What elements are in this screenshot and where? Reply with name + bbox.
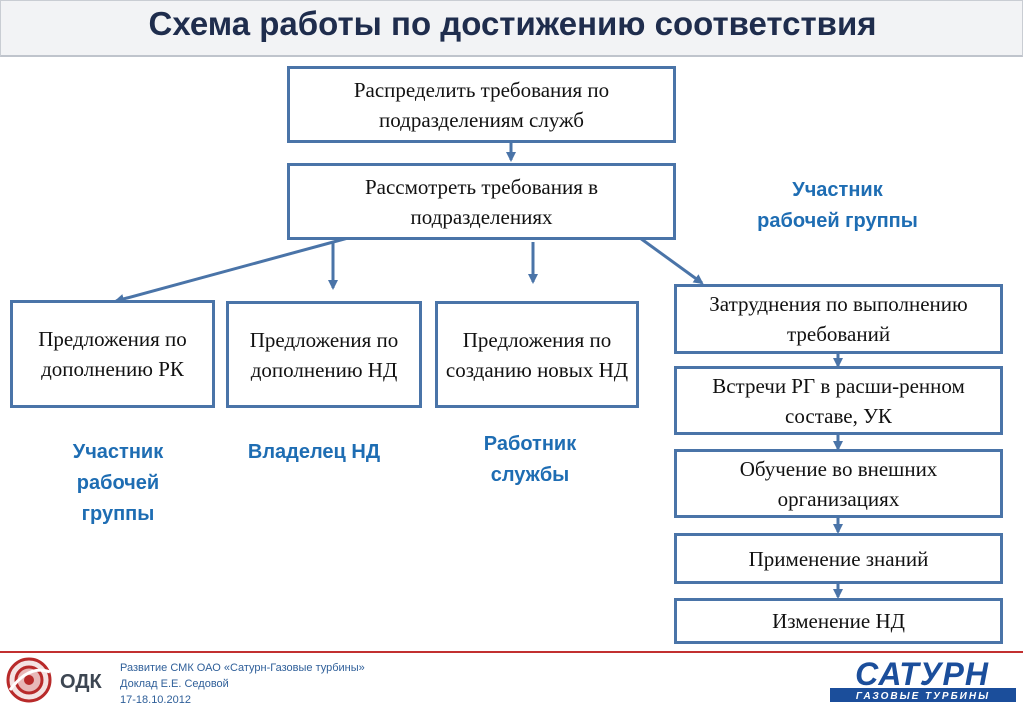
- box-proposals-new-nd: Предложения по созданию новых НД: [435, 301, 639, 408]
- box-proposals-new-nd-text: Предложения по созданию новых НД: [445, 327, 629, 382]
- saturn-logo-subtext: ГАЗОВЫЕ ТУРБИНЫ: [856, 691, 990, 702]
- footer-divider: [0, 651, 1023, 653]
- odk-logo: ОДК: [6, 657, 103, 703]
- page-title: Схема работы по достижению соответствия: [148, 5, 877, 42]
- role-wg-member-left: Участник рабочей группы: [72, 441, 164, 525]
- box-meetings-text: Встречи РГ в расши-ренном составе, УК: [712, 373, 965, 428]
- box-proposals-rk: Предложения по дополнению РК: [10, 300, 215, 408]
- footer-info: Развитие СМК ОАО «Сатурн-Газовые турбины…: [120, 660, 480, 708]
- box-difficulties-text: Затруднения по выполнению требований: [709, 292, 968, 346]
- box-proposals-rk-text: Предложения по дополнению РК: [38, 327, 187, 381]
- box-review-text: Рассмотреть требования в подразделениях: [364, 174, 599, 229]
- role-wg-member-right: Участник рабочей группы: [757, 179, 918, 232]
- box-proposals-nd-text: Предложения по дополнению НД: [249, 327, 399, 382]
- role-nd-owner: Владелец НД: [247, 441, 381, 463]
- box-applying-text: Применение знаний: [748, 546, 929, 571]
- title-bar: Схема работы по достижению соответствия: [0, 0, 1023, 57]
- box-training: Обучение во внешних организациях: [674, 449, 1003, 518]
- arrow-review-to-prop-rk: [114, 236, 349, 304]
- box-distribute-requirements: Распределить требования по подразделения…: [287, 66, 676, 143]
- odk-logo-text: ОДК: [60, 671, 103, 693]
- box-change-nd-text: Изменение НД: [772, 609, 905, 633]
- saturn-logo-text: САТУРН: [855, 657, 989, 692]
- arrow-review-to-difficulties: [639, 236, 704, 285]
- box-applying-knowledge: Применение знаний: [674, 533, 1003, 584]
- footer-line-3: 17-18.10.2012: [120, 694, 191, 706]
- box-review-requirements: Рассмотреть требования в подразделениях: [287, 163, 676, 240]
- box-distribute-text: Распределить требования по подразделения…: [353, 77, 610, 132]
- box-training-text: Обучение во внешних организациях: [739, 456, 938, 511]
- box-change-nd: Изменение НД: [674, 598, 1003, 644]
- box-meetings: Встречи РГ в расши-ренном составе, УК: [674, 366, 1003, 435]
- box-proposals-nd: Предложения по дополнению НД: [226, 301, 422, 408]
- box-difficulties: Затруднения по выполнению требований: [674, 284, 1003, 354]
- role-service-worker: Работник службы: [483, 433, 577, 486]
- saturn-logo: САТУРН ГАЗОВЫЕ ТУРБИНЫ: [830, 657, 1016, 702]
- footer-line-2: Доклад Е.Е. Седовой: [120, 678, 229, 690]
- footer-line-1: Развитие СМК ОАО «Сатурн-Газовые турбины…: [120, 662, 365, 674]
